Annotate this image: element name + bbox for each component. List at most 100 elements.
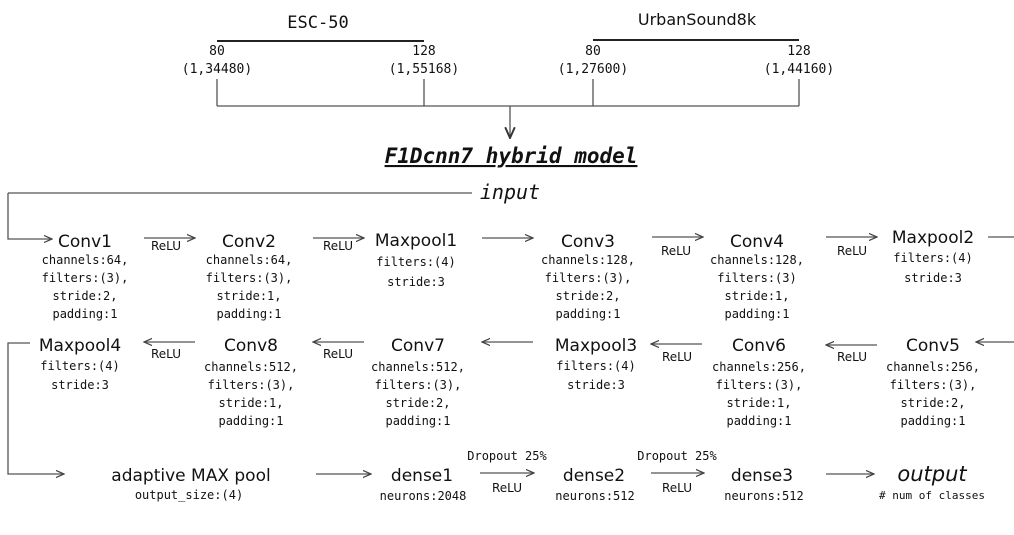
conv4-param: channels:128, — [710, 253, 804, 267]
dense1-param: neurons:2048 — [380, 489, 467, 503]
conv4-param: filters:(3) — [717, 271, 796, 285]
conv8-block: Conv8 channels:512, filters:(3), stride:… — [204, 336, 298, 428]
esc50-right-shape: (1,55168) — [389, 62, 459, 77]
conv8-param: filters:(3), — [208, 378, 295, 392]
conv7-param: channels:512, — [371, 360, 465, 374]
conv2-param: padding:1 — [216, 307, 281, 321]
relu-label: ReLU — [151, 239, 181, 253]
conv2-block: Conv2 channels:64, filters:(3), stride:1… — [206, 232, 293, 321]
dense1-block: dense1 neurons:2048 — [380, 466, 467, 503]
maxpool3-param: stride:3 — [567, 378, 625, 392]
conv6-param: padding:1 — [726, 414, 791, 428]
conv1-param: padding:1 — [52, 307, 117, 321]
dense2-param: neurons:512 — [555, 489, 634, 503]
conv5-param: channels:256, — [886, 360, 980, 374]
conv5-param: padding:1 — [900, 414, 965, 428]
conv7-param: padding:1 — [385, 414, 450, 428]
conv2-title: Conv2 — [222, 232, 276, 252]
conv3-title: Conv3 — [561, 232, 615, 252]
conv7-param: filters:(3), — [375, 378, 462, 392]
conv1-title: Conv1 — [58, 232, 112, 252]
urbansound-right-rate: 128 — [787, 44, 810, 59]
dataset-esc50-label: ESC-50 — [287, 13, 348, 33]
maxpool1-block: Maxpool1 filters:(4) stride:3 — [375, 231, 457, 289]
maxpool1-title: Maxpool1 — [375, 231, 457, 251]
conv4-title: Conv4 — [730, 232, 784, 252]
conv3-block: Conv3 channels:128, filters:(3), stride:… — [541, 232, 635, 321]
urbansound-right-shape: (1,44160) — [764, 62, 834, 77]
conv4-block: Conv4 channels:128, filters:(3) stride:1… — [710, 232, 804, 321]
conv1-param: stride:2, — [52, 289, 117, 303]
conv5-block: Conv5 channels:256, filters:(3), stride:… — [886, 336, 980, 428]
conv2-param: channels:64, — [206, 253, 293, 267]
conv6-param: filters:(3), — [716, 378, 803, 392]
conv3-param: filters:(3), — [545, 271, 632, 285]
conv2-param: stride:1, — [216, 289, 281, 303]
conv4-param: stride:1, — [724, 289, 789, 303]
maxpool4-param: stride:3 — [51, 378, 109, 392]
adaptive-pool-param: output_size:(4) — [135, 488, 243, 502]
urbansound-left-shape: (1,27600) — [558, 62, 628, 77]
urbansound-left-rate: 80 — [585, 44, 601, 59]
conv6-block: Conv6 channels:256, filters:(3), stride:… — [712, 336, 806, 428]
maxpool3-title: Maxpool3 — [555, 336, 637, 356]
conv8-param: padding:1 — [218, 414, 283, 428]
adaptive-pool-title: adaptive MAX pool — [111, 466, 270, 486]
conv5-param: stride:2, — [900, 396, 965, 410]
dense3-param: neurons:512 — [724, 489, 803, 503]
dense3-block: dense3 neurons:512 — [724, 466, 803, 503]
conv2-param: filters:(3), — [206, 271, 293, 285]
dataset-bracket — [216, 79, 800, 138]
maxpool2-param: filters:(4) — [893, 251, 972, 265]
output-block: output # num of classes — [879, 462, 985, 502]
model-title: F1Dcnn7 hybrid model — [385, 144, 638, 168]
input-label: input — [480, 180, 540, 204]
conv8-title: Conv8 — [224, 336, 278, 356]
esc50-left-rate: 80 — [209, 44, 225, 59]
conv4-param: padding:1 — [724, 307, 789, 321]
output-label: output — [897, 462, 967, 486]
conv7-param: stride:2, — [385, 396, 450, 410]
relu-label: ReLU — [323, 239, 353, 253]
conv5-title: Conv5 — [906, 336, 960, 356]
input-arrow — [7, 193, 52, 239]
conv3-param: channels:128, — [541, 253, 635, 267]
conv1-param: channels:64, — [42, 253, 129, 267]
relu-label: ReLU — [661, 244, 691, 258]
conv3-param: padding:1 — [555, 307, 620, 321]
conv5-param: filters:(3), — [890, 378, 977, 392]
dense2-title: dense2 — [563, 466, 625, 486]
conv1-param: filters:(3), — [42, 271, 129, 285]
adaptive-pool-block: adaptive MAX pool output_size:(4) — [111, 466, 270, 502]
relu-label: ReLU — [151, 347, 181, 361]
dense2-block: dense2 neurons:512 — [555, 466, 634, 503]
conv1-block: Conv1 channels:64, filters:(3), stride:2… — [42, 232, 129, 321]
conv3-param: stride:2, — [555, 289, 620, 303]
output-note: # num of classes — [879, 489, 985, 502]
relu-label: ReLU — [662, 481, 692, 495]
row2-to-row3-connector — [7, 342, 64, 474]
maxpool2-title: Maxpool2 — [892, 228, 974, 248]
relu-label: ReLU — [323, 347, 353, 361]
maxpool3-block: Maxpool3 filters:(4) stride:3 — [555, 336, 637, 392]
dropout-label: Dropout 25% — [637, 449, 717, 463]
conv6-title: Conv6 — [732, 336, 786, 356]
conv6-param: channels:256, — [712, 360, 806, 374]
dropout-label: Dropout 25% — [467, 449, 547, 463]
dense3-title: dense3 — [731, 466, 793, 486]
dataset-urbansound-label: UrbanSound8k — [638, 10, 757, 29]
relu-label: ReLU — [837, 244, 867, 258]
relu-label: ReLU — [662, 350, 692, 364]
maxpool1-param: filters:(4) — [376, 255, 455, 269]
esc50-right-rate: 128 — [412, 44, 435, 59]
maxpool4-block: Maxpool4 filters:(4) stride:3 — [39, 336, 121, 392]
maxpool4-param: filters:(4) — [40, 359, 119, 373]
maxpool2-param: stride:3 — [904, 271, 962, 285]
conv7-title: Conv7 — [391, 336, 445, 356]
maxpool3-param: filters:(4) — [556, 359, 635, 373]
maxpool1-param: stride:3 — [387, 275, 445, 289]
conv8-param: stride:1, — [218, 396, 283, 410]
relu-label: ReLU — [837, 350, 867, 364]
maxpool4-title: Maxpool4 — [39, 336, 121, 356]
